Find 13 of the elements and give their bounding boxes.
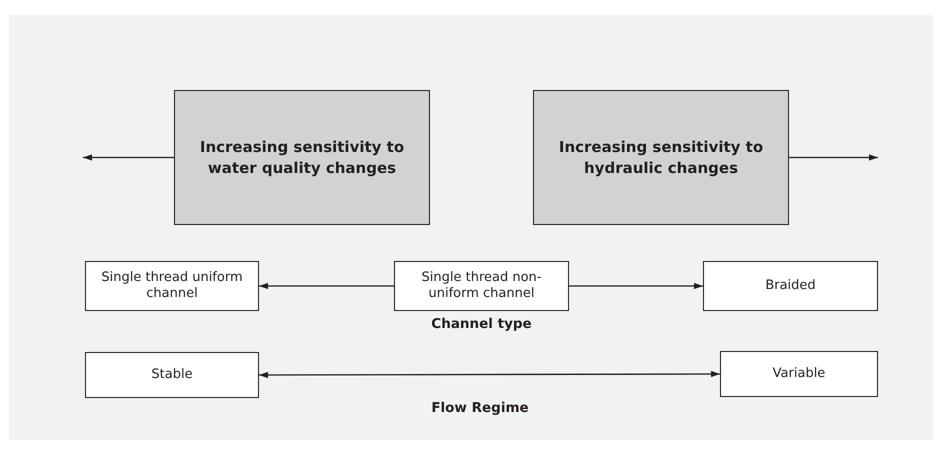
sensitivity-box: Increasing sensitivity to water quality changes	[174, 90, 430, 225]
category-box: Stable	[85, 352, 259, 398]
caption-text: Channel type	[430, 316, 533, 332]
arrow	[259, 282, 394, 290]
arrow	[789, 154, 878, 161]
sensitivity-box: Increasing sensitivity to hydraulic changes	[533, 90, 789, 225]
caption-text: Flow Regime	[431, 400, 529, 416]
arrow	[569, 282, 703, 290]
category-box: Braided	[703, 261, 878, 311]
category-box: Variable	[720, 351, 878, 397]
arrow	[259, 370, 720, 378]
category-box: Single thread uniform channel	[85, 261, 259, 311]
arrow	[83, 154, 174, 161]
